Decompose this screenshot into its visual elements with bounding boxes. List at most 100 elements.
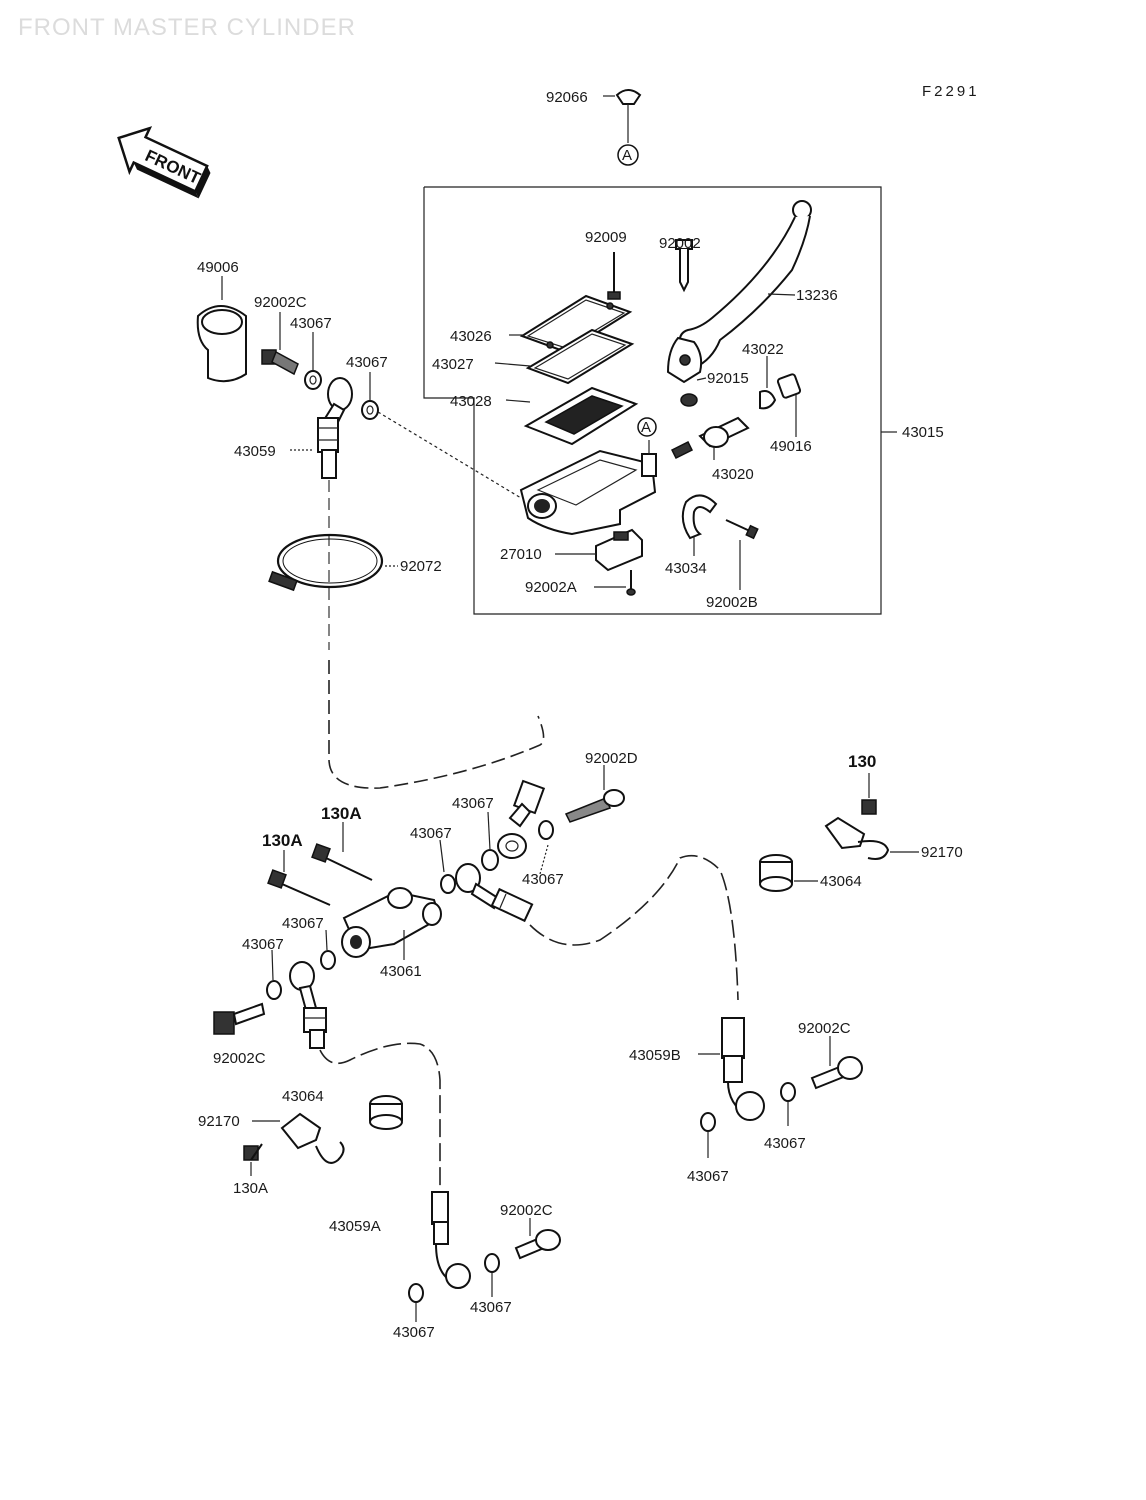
label-49016: 49016: [770, 438, 812, 455]
part-130A-bolt-2: 130A: [262, 831, 331, 906]
part-43059A-hose: 43059A: [329, 1191, 471, 1289]
part-43020-piston: 43020: [670, 416, 754, 483]
label-43061: 43061: [380, 963, 422, 980]
part-43067-washer-i: 43067: [393, 1283, 435, 1341]
part-43034-clamp: 43034: [665, 494, 718, 577]
part-92002D-bolt: 92002D: [564, 750, 638, 823]
label-92002B: 92002B: [706, 594, 758, 611]
part-43067-washer-c: 43067: [522, 820, 564, 888]
part-43022-boot: 43022: [742, 341, 784, 410]
hose-fitting-upper: [497, 779, 546, 859]
label-92009: 92009: [585, 229, 627, 246]
part-92002B-bolt: 92002B: [706, 519, 759, 611]
label-43034: 43034: [665, 560, 707, 577]
label-92002C-left: 92002C: [213, 1050, 266, 1067]
label-43020: 43020: [712, 466, 754, 483]
label-43067-i: 43067: [393, 1324, 435, 1341]
part-92066: 92066: [546, 89, 642, 143]
part-43028-diaphragm: 43028: [450, 386, 639, 446]
hose-routing-curve: [328, 660, 545, 789]
part-43067-washer-g: 43067: [242, 936, 284, 1000]
label-43022: 43022: [742, 341, 784, 358]
label-43067-j: 43067: [764, 1135, 806, 1152]
part-49006-cover: 49006: [196, 259, 247, 383]
label-130A-1: 130A: [321, 804, 362, 823]
part-92015: 92015: [680, 370, 749, 407]
label-43026: 43026: [450, 328, 492, 345]
part-13236-lever: 13236: [666, 200, 838, 384]
label-43067-g: 43067: [242, 936, 284, 953]
part-43067-washer-k: 43067: [687, 1112, 729, 1185]
part-92072-clamp-band: 92072: [268, 533, 442, 592]
ref-marker-a-label: A: [622, 147, 632, 164]
label-43067-h: 43067: [470, 1299, 512, 1316]
part-92002A-screw: 92002A: [525, 570, 636, 596]
label-130: 130: [848, 752, 876, 771]
part-43067-washer-j: 43067: [764, 1082, 806, 1152]
label-43028: 43028: [450, 393, 492, 410]
part-92170-clamp-right: 92170: [824, 816, 963, 861]
assembly-guide-line: [377, 411, 522, 499]
label-92002: 92002: [659, 235, 701, 252]
label-43027: 43027: [432, 356, 474, 373]
part-43061-joint: 43061: [341, 887, 442, 980]
label-43067-a: 43067: [290, 315, 332, 332]
label-92015: 92015: [707, 370, 749, 387]
part-43067-washer-f: 43067: [282, 915, 336, 970]
part-43064-grommet-left: 43064: [282, 1088, 403, 1130]
part-92002C-bolt-right: 92002C: [798, 1020, 863, 1090]
label-43067-e: 43067: [410, 825, 452, 842]
label-92072: 92072: [400, 558, 442, 575]
label-43059B: 43059B: [629, 1047, 681, 1064]
part-43067-washer-a: 43067: [290, 315, 332, 390]
part-130-bolt: 130: [848, 752, 877, 815]
label-43067-f: 43067: [282, 915, 324, 932]
label-130A-3: 130A: [233, 1180, 268, 1197]
label-92002D: 92002D: [585, 750, 638, 767]
label-43064-left: 43064: [282, 1088, 324, 1105]
hose-fitting-left: [289, 961, 327, 1049]
label-92170-right: 92170: [921, 844, 963, 861]
part-130A-bolt-3: 130A: [233, 1143, 268, 1197]
part-92009: 92009: [585, 229, 627, 300]
label-43015: 43015: [902, 424, 944, 441]
page-title: FRONT MASTER CYLINDER: [18, 14, 356, 41]
label-43064-right: 43064: [820, 873, 862, 890]
label-27010: 27010: [500, 546, 542, 563]
part-130A-bolt-1: 130A: [311, 804, 373, 881]
label-43067-b: 43067: [346, 354, 388, 371]
label-92002A: 92002A: [525, 579, 577, 596]
part-43059-hose: 43059: [234, 377, 353, 479]
part-43059B-hose: 43059B: [629, 1017, 765, 1121]
part-43067-washer-b: 43067: [346, 354, 388, 420]
part-92002C-banjo-bolt-top: 92002C: [254, 294, 307, 376]
part-92002C-bolt-left: 92002C: [213, 1002, 266, 1067]
label-92066: 92066: [546, 89, 588, 106]
label-43059: 43059: [234, 443, 276, 460]
part-43067-washer-h: 43067: [470, 1253, 512, 1316]
label-92002C-top: 92002C: [254, 294, 307, 311]
label-130A-2: 130A: [262, 831, 303, 850]
label-43059A: 43059A: [329, 1218, 381, 1235]
master-cylinder-body: A: [519, 417, 657, 536]
part-92170-clamp-left: 92170: [198, 1112, 345, 1164]
part-49016-bushing: 49016: [770, 373, 812, 455]
label-43067-k: 43067: [687, 1168, 729, 1185]
part-43067-washer-e: 43067: [410, 825, 456, 894]
hose-routing-right: [529, 854, 739, 1001]
part-92002-pivot-bolt: 92002: [659, 235, 701, 293]
label-92170-left: 92170: [198, 1113, 240, 1130]
master-cylinder-group-frame: 43015: [423, 186, 944, 615]
ref-marker-a: A: [617, 144, 639, 166]
front-arrow-icon: FRONT: [117, 126, 211, 199]
label-92002C-bottom: 92002C: [500, 1202, 553, 1219]
part-43027-plate: 43027: [432, 328, 635, 385]
ref-marker-a-body: A: [641, 419, 651, 436]
label-43067-c: 43067: [522, 871, 564, 888]
hose-routing-left: [319, 1042, 441, 1190]
label-92002C-right: 92002C: [798, 1020, 851, 1037]
part-43064-grommet-right: 43064: [759, 854, 862, 892]
part-27010-switch: 27010: [500, 528, 643, 572]
label-13236: 13236: [796, 287, 838, 304]
